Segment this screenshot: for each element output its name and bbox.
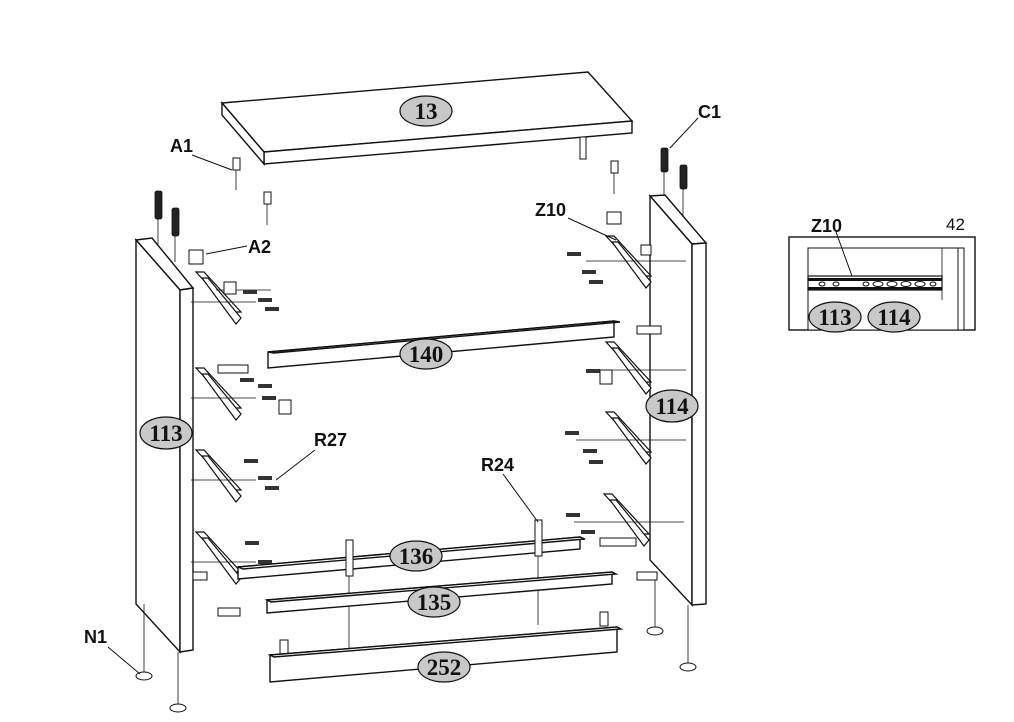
callout-r24-label: R24: [481, 455, 514, 475]
shelf-140: 140: [267, 320, 621, 370]
part-13-label: 13: [415, 99, 438, 124]
part-136-label: 136: [399, 544, 434, 569]
rail-136: 136: [237, 536, 586, 580]
detail-inset: Z10 42 113 114: [788, 215, 976, 333]
part-140-label: 140: [409, 342, 444, 367]
callout-r27: R27: [275, 430, 347, 481]
plinth-252: 252: [267, 626, 624, 683]
callout-z10: Z10: [535, 200, 617, 241]
part-135-label: 135: [417, 590, 452, 615]
callout-a2-label: A2: [248, 237, 271, 257]
part-114-label: 114: [655, 394, 689, 419]
left-drawer-runners: [191, 271, 271, 585]
part-135-oval: [407, 586, 461, 618]
callout-c1-label: C1: [698, 102, 721, 122]
left-runner-screws: [240, 290, 279, 564]
detail-113-oval: [808, 301, 862, 333]
part-114-oval: [645, 389, 699, 423]
callout-n1-label: N1: [84, 627, 107, 647]
callout-r27-label: R27: [314, 430, 347, 450]
top-panel-13: 13: [220, 71, 634, 166]
right-side-panel-114: 114: [645, 194, 708, 607]
detail-113-label: 113: [818, 305, 851, 330]
detail-114-label: 114: [877, 305, 911, 330]
detail-dimension-label: 42: [946, 215, 965, 234]
callout-c1: C1: [669, 102, 721, 149]
right-runner-screws: [565, 252, 603, 534]
cam-lock-connectors: [188, 211, 662, 617]
callout-a2: A2: [205, 237, 271, 257]
top-dowels: [232, 136, 619, 225]
feet-n1: [135, 580, 697, 713]
part-113-label: 113: [149, 421, 182, 446]
callout-n1: N1: [84, 627, 141, 675]
part-252-oval: [417, 651, 471, 683]
callout-a1: A1: [170, 136, 233, 171]
part-140-oval: [399, 338, 453, 370]
part-113-oval: [139, 416, 193, 450]
callout-a1-label: A1: [170, 136, 193, 156]
detail-z10-label: Z10: [811, 216, 842, 236]
callout-r24: R24: [481, 455, 539, 523]
part-252-label: 252: [427, 655, 462, 680]
right-drawer-runners: [574, 235, 686, 547]
callout-z10-label: Z10: [535, 200, 566, 220]
left-side-panel-113: 113: [134, 237, 195, 654]
part-136-oval: [389, 540, 443, 572]
rail-135: 135: [264, 571, 619, 618]
detail-114-oval: [867, 301, 921, 333]
part-13-oval: [399, 95, 453, 127]
